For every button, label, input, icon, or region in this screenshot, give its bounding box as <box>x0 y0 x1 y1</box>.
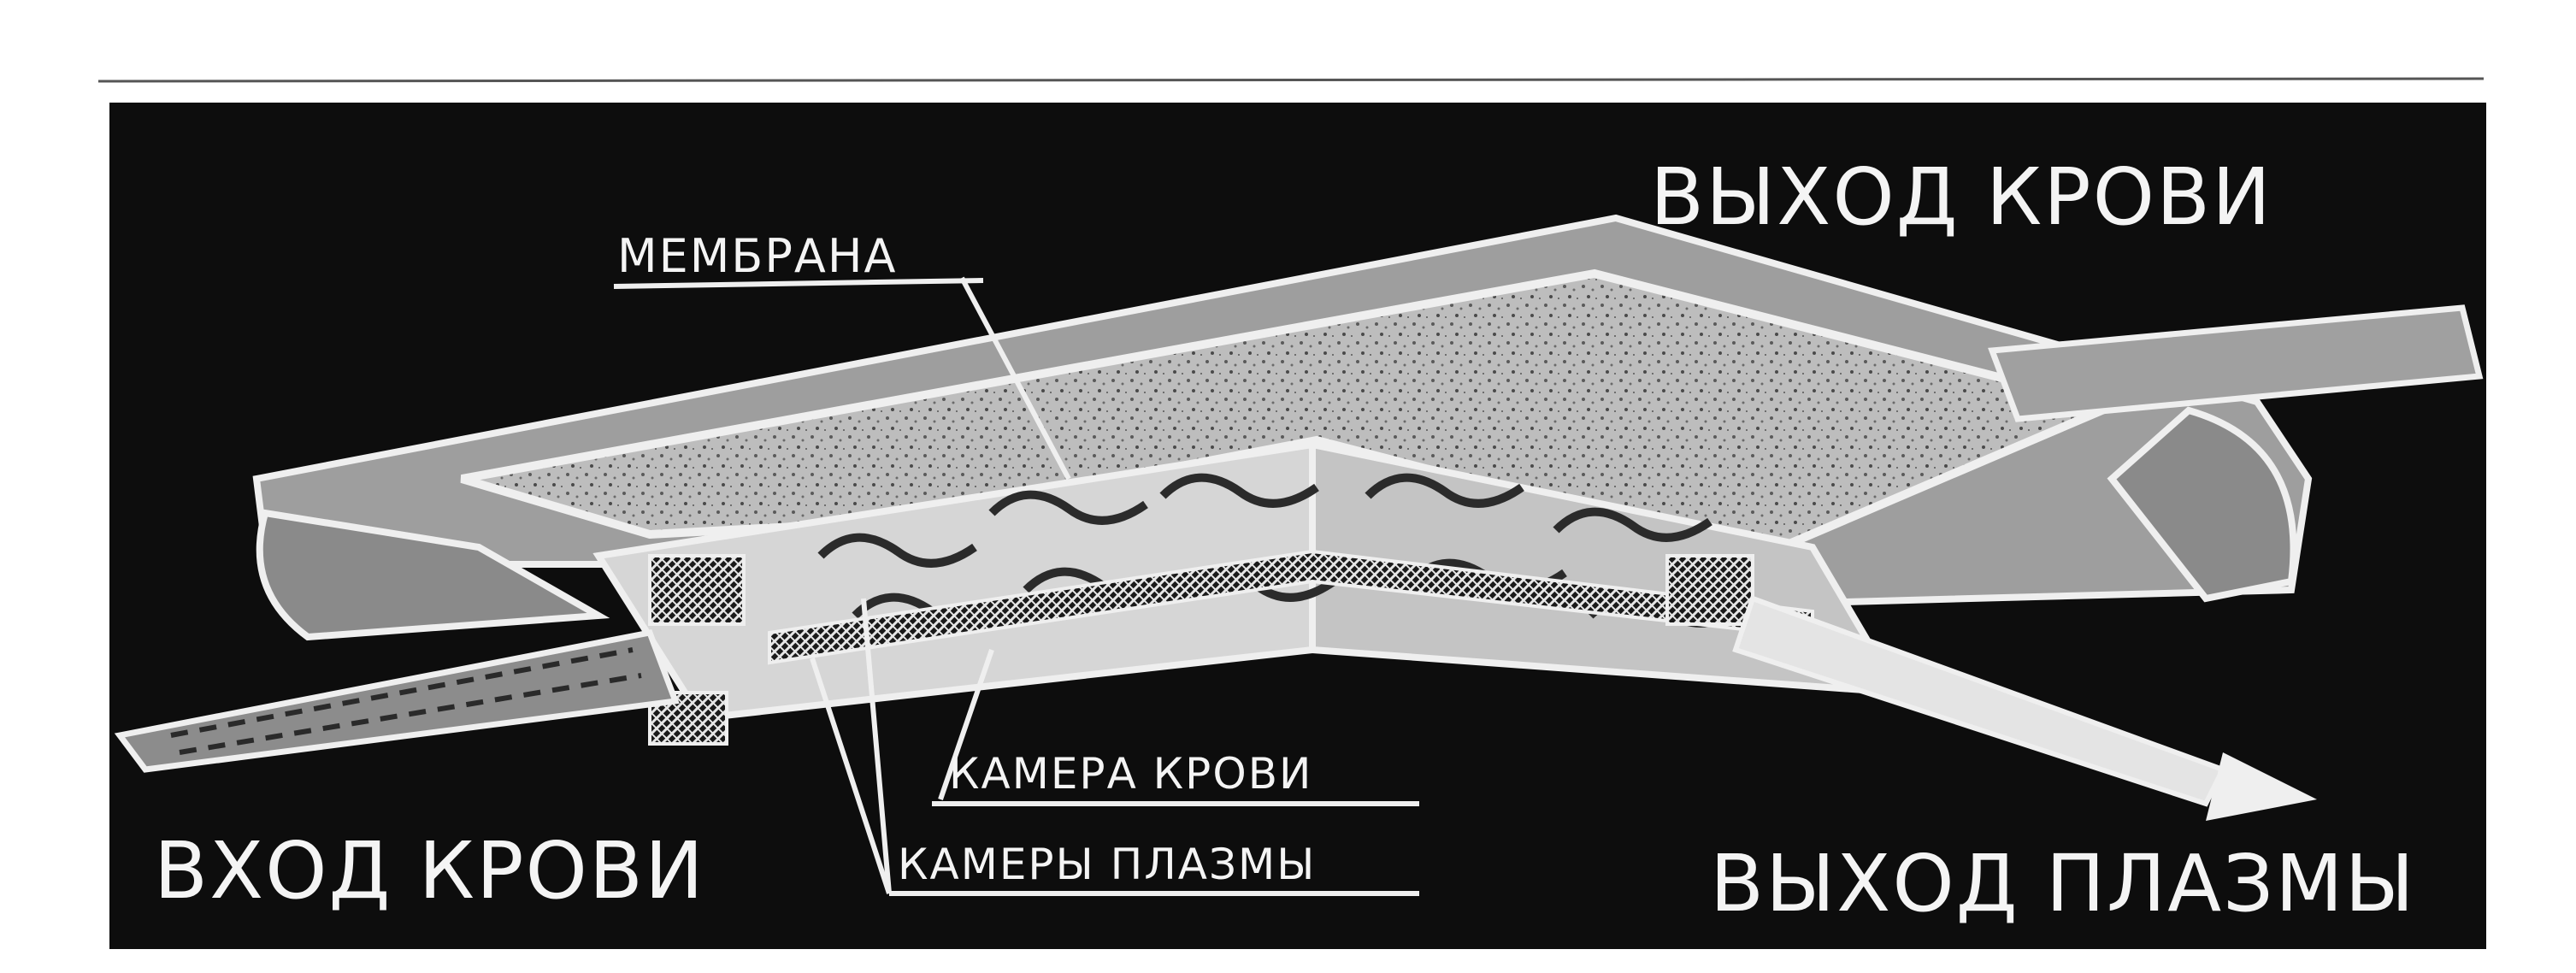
label-membrane: МЕМБРАНА <box>617 229 897 283</box>
shell-rim-right <box>2107 406 2297 603</box>
label-blood-outlet: ВЫХОД КРОВИ <box>1650 151 2272 243</box>
shell-rim-left <box>256 509 610 641</box>
label-blood-inlet: ВХОД КРОВИ <box>154 825 705 917</box>
label-plasma-outlet: ВЫХОД ПЛАЗМЫ <box>1710 838 2416 929</box>
blood-outlet-tube <box>1988 304 2484 422</box>
label-blood-chamber: КАМЕРА КРОВИ <box>949 749 1312 799</box>
end-cap-left <box>648 554 746 626</box>
blood-inlet-tube <box>114 629 680 773</box>
plasma-chamber-leader-b <box>861 598 892 894</box>
top-rule <box>97 77 2485 83</box>
membrane-underline <box>613 278 984 289</box>
membrane-leader <box>959 276 1071 481</box>
plasma-outlet-tube <box>1732 595 2227 807</box>
label-plasma-chambers: КАМЕРЫ ПЛАЗМЫ <box>898 840 1316 889</box>
blood-inlet-stripes <box>170 647 642 755</box>
blood-chamber-leader <box>938 649 994 800</box>
end-cap-right <box>1665 554 1754 626</box>
plasma-chamber-leader-a <box>810 658 892 894</box>
plasma-outlet-arrowhead <box>2206 752 2317 821</box>
